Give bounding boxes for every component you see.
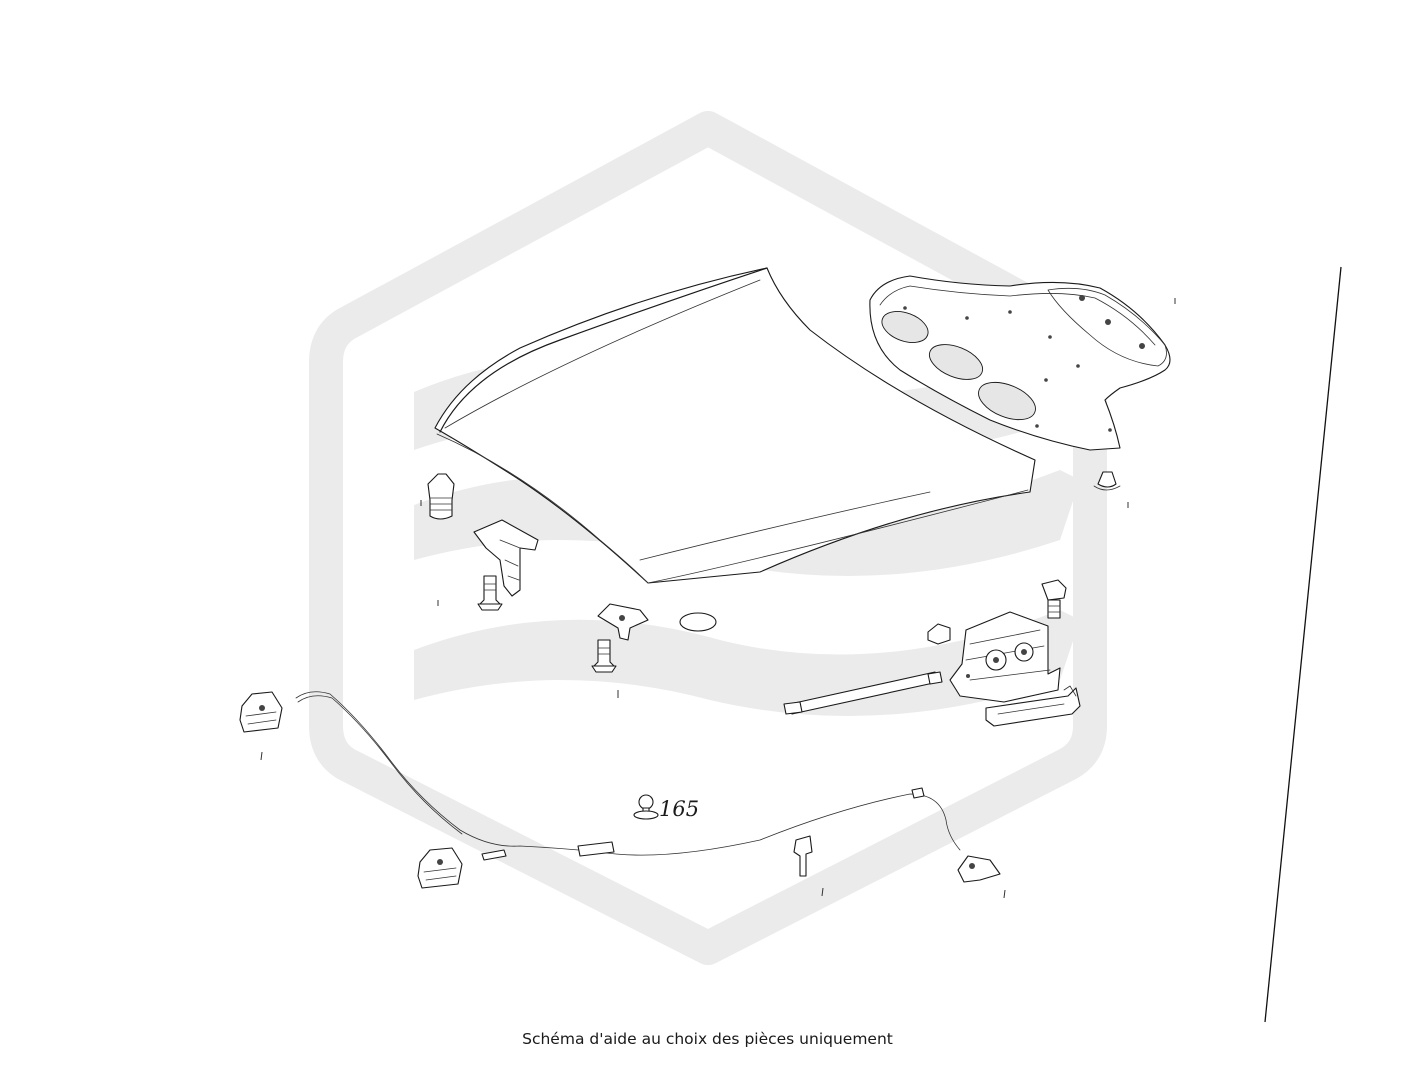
hood-insulation-pad [869,275,1171,451]
bracket-center [597,603,649,641]
hood-hinge-left [473,519,539,597]
nut [927,623,951,645]
latch-left [239,691,283,733]
grommet [679,612,717,632]
edge-line [1264,266,1342,1023]
part-reference-label: 165 [659,797,699,821]
hood-lock-assembly [949,611,1061,703]
bump-stop [427,473,455,520]
bolt-right [1041,579,1067,619]
leader-ticks [260,298,1176,899]
release-lever [957,855,1001,883]
bolt-left [477,575,503,611]
cable-clip [793,835,813,877]
clip-top-right [1093,471,1121,491]
diagram-caption: Schéma d'aide au choix des pièces unique… [522,1030,893,1048]
hood-panel [434,267,1036,584]
bolt-center [591,639,617,673]
gas-strut [783,671,943,715]
release-handle [985,685,1081,727]
fastener-165 [633,794,659,820]
latch-lower-left [417,847,463,889]
release-cable [295,691,961,861]
